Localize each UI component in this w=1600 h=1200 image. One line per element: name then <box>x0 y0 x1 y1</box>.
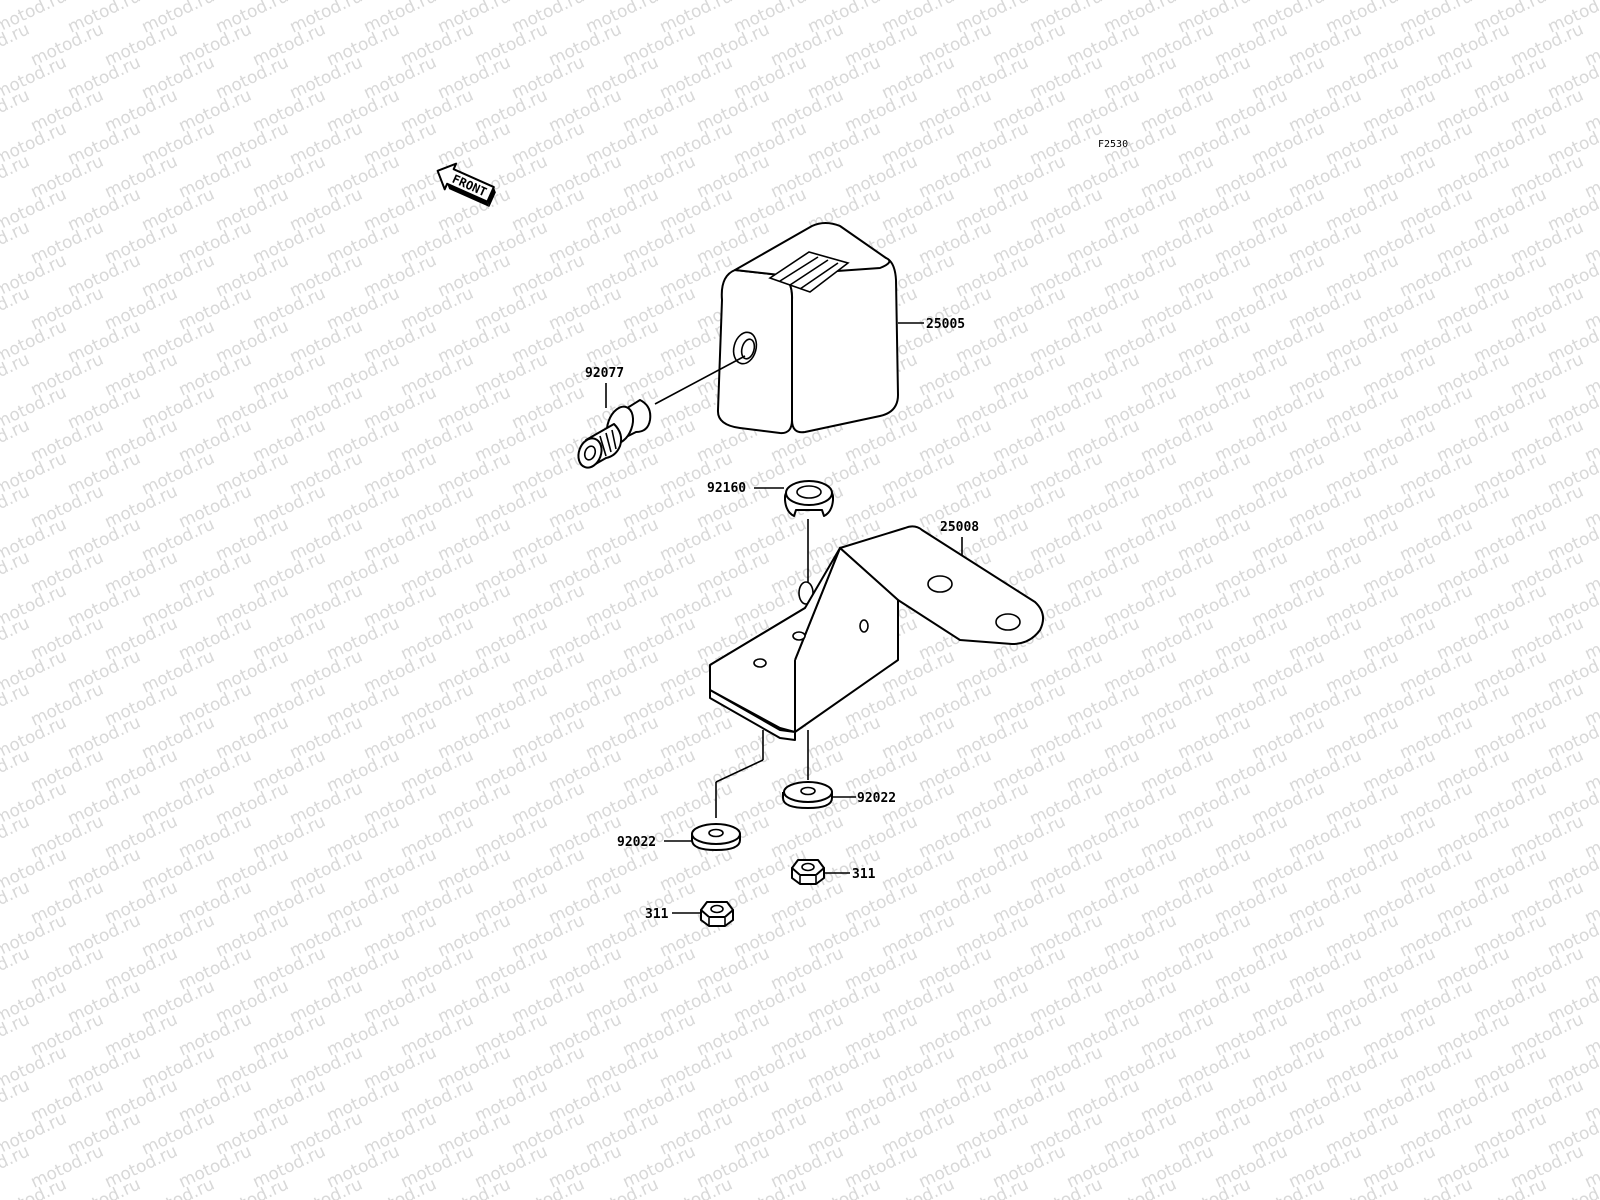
callout-92160: 92160 <box>707 481 784 496</box>
callout-311-right: 311 <box>824 867 876 882</box>
part-25008-bracket <box>709 525 1045 741</box>
callout-25005: 25005 <box>898 317 965 332</box>
callout-92022-left: 92022 <box>617 835 692 850</box>
part-92022-washer-right <box>782 781 833 809</box>
part-number-label: 311 <box>645 907 669 922</box>
front-arrow-icon: FRONT <box>436 162 496 207</box>
part-311-nut-left <box>700 901 734 927</box>
part-311-nut-right <box>791 859 825 885</box>
part-number-label: 92077 <box>585 366 624 381</box>
part-92022-washer-left <box>691 823 741 851</box>
watermark-text: motod.ru <box>1582 0 1600 5</box>
part-number-label: 92022 <box>617 835 656 850</box>
callout-92022-right: 92022 <box>832 791 896 806</box>
part-number-label: 311 <box>852 867 876 882</box>
part-number-label: 25008 <box>940 520 979 535</box>
part-number-label: 92022 <box>857 791 896 806</box>
callout-311-left: 311 <box>645 907 701 922</box>
part-25005-housing <box>716 222 899 435</box>
part-number-label: 92160 <box>707 481 746 496</box>
callout-92077: 92077 <box>585 366 624 408</box>
part-number-label: 25005 <box>926 317 965 332</box>
diagram-code: F2530 <box>1098 139 1128 150</box>
